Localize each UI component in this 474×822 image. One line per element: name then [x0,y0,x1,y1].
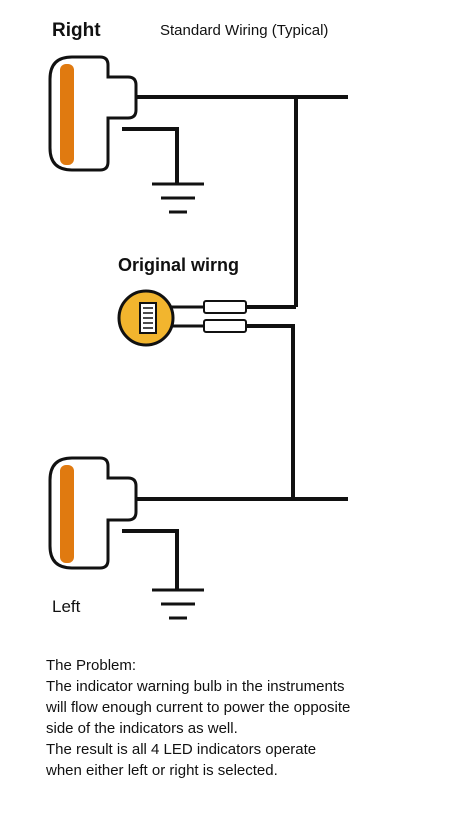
connector-icon [203,300,247,333]
original-wiring-label: Original wirng [118,255,240,275]
diagram-title: Standard Wiring (Typical) [160,22,329,39]
problem-line: side of the indicators as well. [46,720,238,737]
left-lamp-wires [122,497,348,590]
warning-bulb-icon [117,289,206,347]
problem-line: will flow enough current to power the op… [46,699,351,716]
left-label: Left [52,597,81,616]
problem-line: when either left or right is selected. [46,762,278,779]
right-lamp-wires [122,95,348,184]
problem-line: The indicator warning bulb in the instru… [46,678,345,695]
right-indicator-lamp-icon [48,55,138,172]
right-ground-symbol-icon [152,182,204,214]
vertical-link-wire [244,97,298,499]
problem-description: The Problem: The indicator warning bulb … [46,655,466,781]
right-label: Right [52,20,101,41]
left-indicator-lamp-icon [48,456,138,570]
left-ground-symbol-icon [152,588,204,620]
problem-line: The result is all 4 LED indicators opera… [46,741,317,758]
problem-heading: The Problem: [46,657,137,674]
